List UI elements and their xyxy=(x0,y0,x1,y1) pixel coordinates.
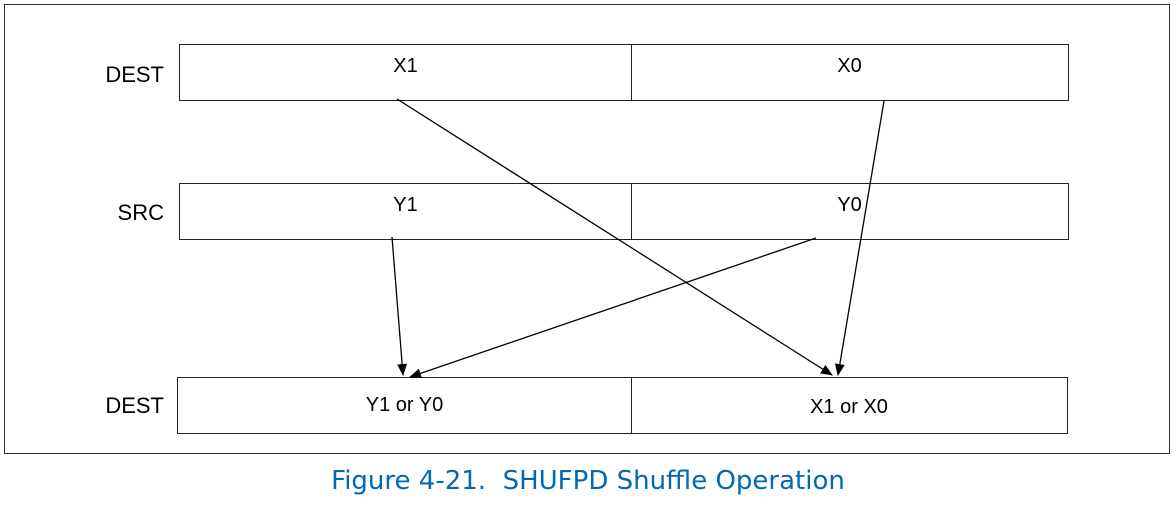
dest-result-cell-high: Y1 or Y0 xyxy=(178,378,632,433)
figure-title: SHUFPD Shuffle Operation xyxy=(502,466,845,496)
dest-top-label: DEST xyxy=(105,62,164,87)
dest-result-label: DEST xyxy=(105,393,164,418)
dest-top-register: X1 X0 xyxy=(179,44,1069,101)
dest-top-cell-x0: X0 xyxy=(837,55,862,77)
src-register: Y1 Y0 xyxy=(179,183,1069,240)
dest-result-register: Y1 or Y0 X1 or X0 xyxy=(177,377,1068,434)
diagram-frame xyxy=(4,4,1170,454)
src-label: SRC xyxy=(117,200,164,225)
src-cell-y0: Y0 xyxy=(837,194,862,216)
dest-top-cell-x1: X1 xyxy=(180,45,632,100)
dest-result-cell-low: X1 or X0 xyxy=(810,396,888,418)
src-cell-y1: Y1 xyxy=(180,184,632,239)
figure-number: Figure 4-21. xyxy=(331,466,487,496)
figure-caption: Figure 4-21. SHUFPD Shuffle Operation xyxy=(0,466,1176,496)
